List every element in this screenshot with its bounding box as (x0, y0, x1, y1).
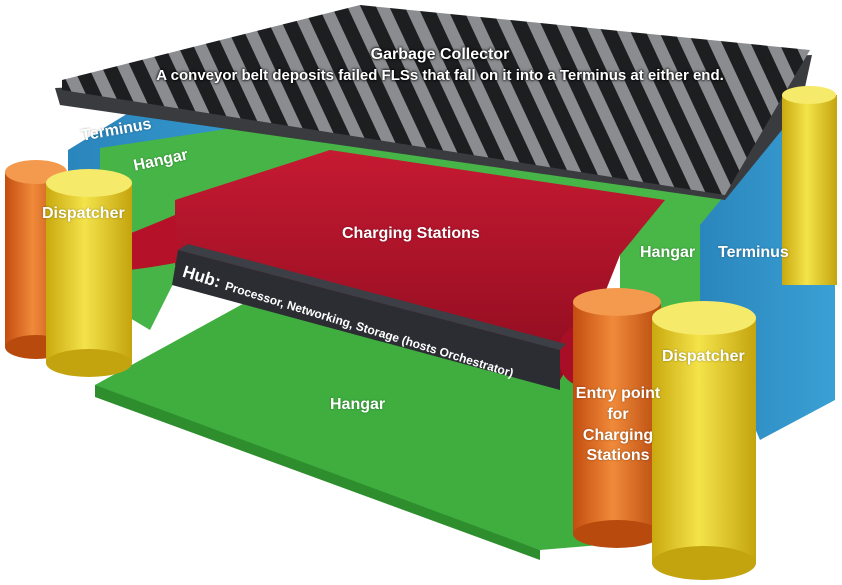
hangar-label-bottom: Hangar (330, 396, 386, 413)
dispatcher-right-back (782, 86, 837, 285)
entry-point-label: Entry point for Charging Stations (575, 385, 661, 465)
dispatcher-label-right: Dispatcher (662, 348, 745, 365)
terminus-label-right: Terminus (718, 244, 789, 261)
hub-bar-top (178, 244, 566, 350)
garbage-collector-caption: Garbage Collector A conveyor belt deposi… (60, 46, 820, 84)
hub-bar (172, 250, 560, 390)
dispatcher-right-yellow (652, 301, 756, 580)
charging-stations-label: Charging Stations (342, 225, 480, 242)
dispatcher-label-left: Dispatcher (42, 205, 125, 222)
dispatcher-left-yellow (46, 169, 132, 377)
garbage-collector-title: Garbage Collector (370, 46, 510, 63)
charging-stations-panel (175, 150, 665, 380)
hangar-label-right: Hangar (640, 244, 696, 261)
dispatcher-right-orange (573, 288, 661, 548)
garbage-collector-description: A conveyor belt deposits failed FLSs tha… (156, 67, 724, 84)
hangar-floor-edge (95, 385, 540, 560)
conveyor-belt (62, 5, 810, 195)
